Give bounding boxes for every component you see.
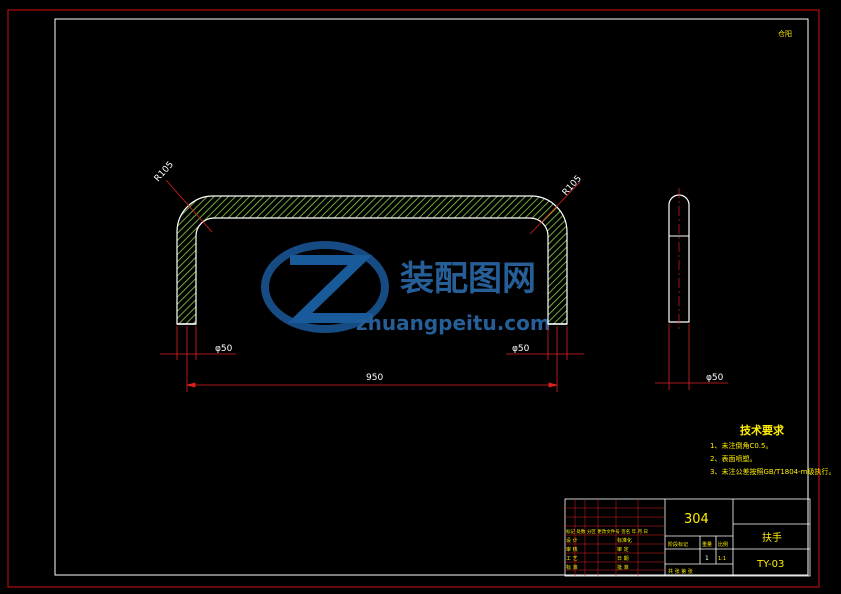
- mid-label-4: 批 准: [617, 564, 629, 571]
- drawing-number: TY-03: [756, 559, 784, 570]
- tech-req-item-2: 2、表面喷塑。: [710, 454, 756, 463]
- scale-header: 阶段标记: [668, 541, 688, 548]
- watermark-z-icon: [287, 255, 373, 323]
- material-label: 304: [684, 512, 709, 527]
- length-label: 950: [366, 373, 383, 383]
- watermark-url: zhuangpeitu.com: [356, 311, 551, 335]
- side-dia-label: φ50: [706, 373, 724, 383]
- dia-right-label: φ50: [512, 344, 530, 354]
- left-label-3: 工 艺: [566, 556, 578, 562]
- mid-label-1: 标准化: [617, 537, 632, 544]
- mid-label-3: 日 期: [617, 556, 629, 562]
- weight-header: 重量: [702, 541, 712, 548]
- watermark-logo-icon: [261, 241, 389, 333]
- ratio-header: 比例: [718, 541, 728, 548]
- title-block-left-grid: [565, 499, 665, 576]
- radius-left-label: R105: [153, 160, 176, 184]
- watermark-cn: 装配图网: [400, 259, 536, 299]
- radius-right-label: R105: [561, 174, 584, 198]
- dia-left-label: φ50: [215, 344, 233, 354]
- tech-req-item-3: 3、未注公差按照GB/T1804-m级执行。: [710, 467, 835, 476]
- handle-front-view: [176, 195, 568, 325]
- rev-header: 标记 处数 分区 更改文件号 签名 年.月.日: [566, 528, 648, 535]
- radius-leaders: [165, 179, 581, 235]
- part-name: 扶手: [762, 531, 782, 544]
- left-label-4: 标 准: [566, 564, 578, 571]
- title-block: [564, 498, 811, 577]
- sheet-text: 共 张 第 张: [668, 568, 693, 575]
- watermark: 装配图网 zhuangpeitu.com: [261, 241, 551, 335]
- dia-dimension-lines: [160, 326, 584, 360]
- handle-side-view: [668, 188, 690, 330]
- inner-border: [54, 18, 809, 576]
- tech-req-title: 技术要求: [740, 423, 785, 437]
- outer-border: [7, 9, 820, 588]
- side-dia-dimension: [655, 324, 728, 390]
- left-label-2: 审 核: [566, 546, 578, 553]
- tech-req-item-1: 1、未注倒角C0.5。: [710, 441, 772, 450]
- ratio-value: 1:1: [718, 556, 726, 562]
- mid-label-2: 审 定: [617, 546, 629, 553]
- left-label-1: 设 计: [566, 537, 578, 544]
- corner-mark: 仓阳: [778, 29, 792, 38]
- length-dimension: [186, 326, 558, 392]
- handle-body: [176, 195, 568, 325]
- qty-value: 1: [705, 555, 709, 562]
